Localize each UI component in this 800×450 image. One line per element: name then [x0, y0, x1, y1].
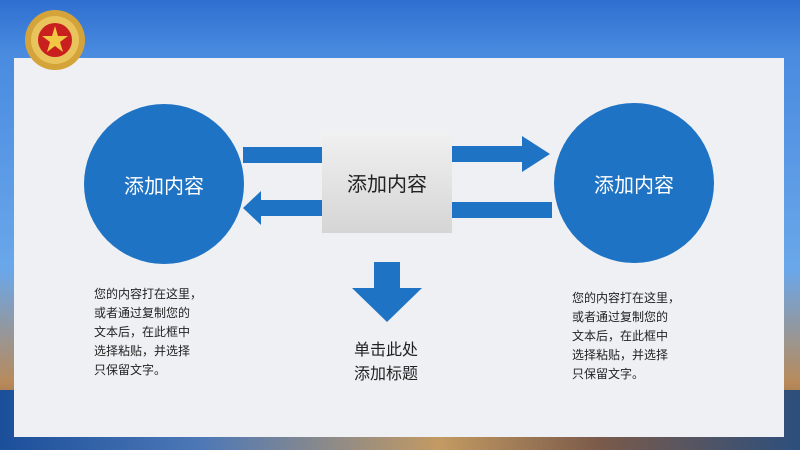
click-to-add-title[interactable]: 单击此处 添加标题 — [354, 340, 419, 383]
arrow-down-icon — [352, 262, 422, 322]
arrow-left-icon — [243, 191, 323, 225]
center-box-label: 添加内容 — [347, 171, 427, 196]
arrow-right-icon — [452, 136, 550, 172]
center-box: 添加内容 — [322, 131, 452, 233]
right-circle: 添加内容 — [554, 103, 714, 263]
left-description: 您的内容打在这里， 或者通过复制您的 文本后，在此框中 选择粘贴，并选择 只保留… — [94, 287, 203, 377]
arrow-right-icon — [243, 147, 323, 163]
military-emblem-icon — [25, 10, 85, 70]
right-description: 您的内容打在这里， 或者通过复制您的 文本后，在此框中 选择粘贴，并选择 只保留… — [572, 291, 681, 381]
left-circle-label: 添加内容 — [124, 173, 204, 198]
arrow-right-icon — [452, 202, 552, 218]
right-circle-label: 添加内容 — [594, 172, 674, 197]
left-circle: 添加内容 — [84, 104, 244, 264]
